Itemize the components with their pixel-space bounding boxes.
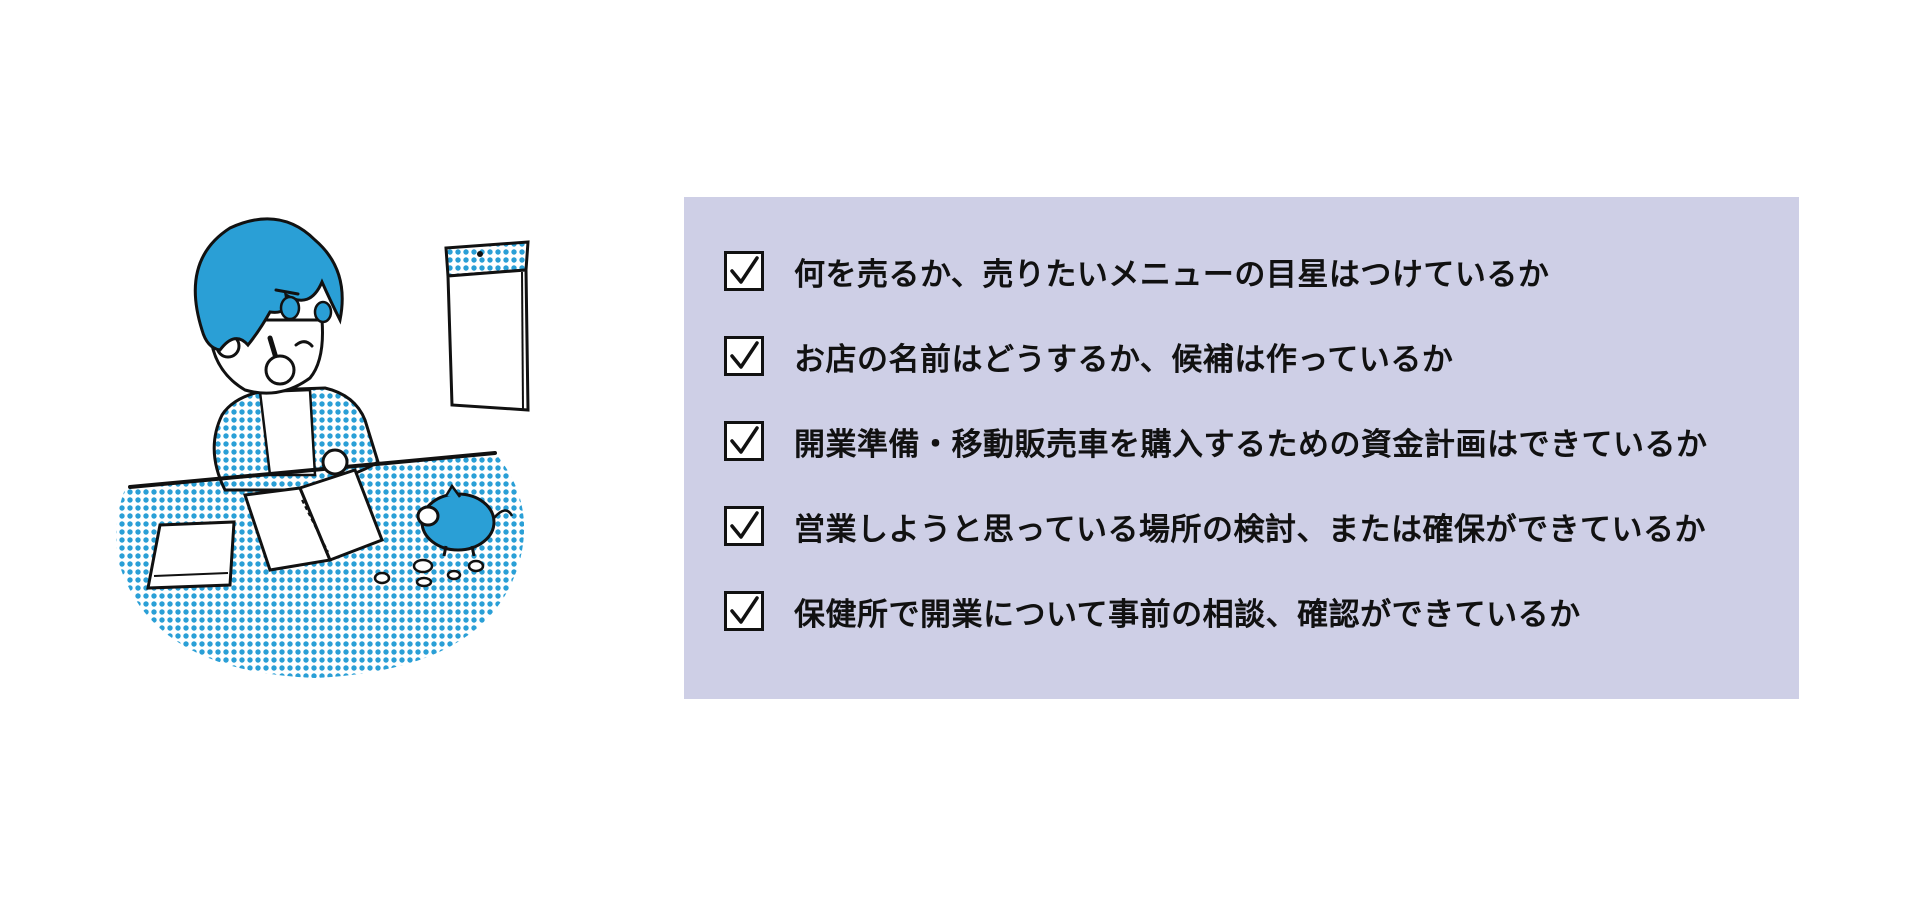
checked-box-icon (724, 336, 764, 376)
checklist-item-label: 開業準備・移動販売車を購入するための資金計画はできているか (794, 426, 1708, 463)
checked-box-icon (724, 421, 764, 461)
piggy-bank-icon (416, 483, 514, 557)
checked-box-icon (724, 506, 764, 546)
checklist-item: 営業しようと思っている場所の検討、または確保ができているか (724, 504, 1799, 548)
checked-box-icon (724, 251, 764, 291)
checklist-item-label: 何を売るか、売りたいメニューの目星はつけているか (794, 256, 1550, 293)
notebook-icon (242, 468, 384, 572)
person-hair (193, 217, 344, 352)
paper-stack-icon (146, 520, 236, 590)
checklist-item-label: 営業しようと思っている場所の検討、または確保ができているか (794, 511, 1706, 548)
checked-box-icon (724, 591, 764, 631)
checklist-panel: 何を売るか、売りたいメニューの目星はつけているか お店の名前はどうするか、候補は… (684, 197, 1799, 699)
checklist-item-label: お店の名前はどうするか、候補は作っているか (794, 341, 1454, 378)
checklist-item: 開業準備・移動販売車を購入するための資金計画はできているか (724, 419, 1799, 463)
checklist-item: 保健所で開業について事前の相談、確認ができているか (724, 589, 1799, 633)
checklist-item: 何を売るか、売りたいメニューの目星はつけているか (724, 249, 1799, 293)
checklist-item: お店の名前はどうするか、候補は作っているか (724, 334, 1799, 378)
coins-icon (373, 558, 485, 588)
thinking-person-illustration (110, 200, 530, 700)
checklist-item-label: 保健所で開業について事前の相談、確認ができているか (794, 596, 1581, 633)
calendar-icon (444, 240, 530, 412)
